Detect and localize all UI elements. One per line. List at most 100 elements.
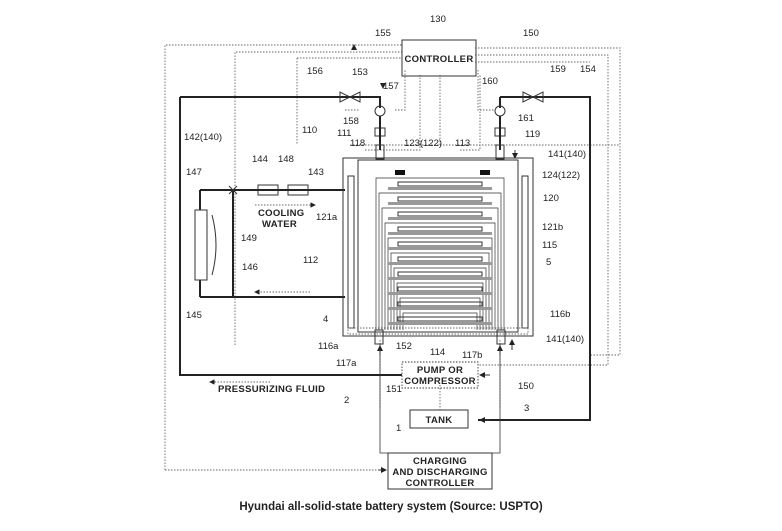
cell-tab <box>397 316 483 322</box>
label-161: 161 <box>518 113 534 124</box>
label-3: 3 <box>524 403 529 414</box>
charging-label-1: CHARGING <box>413 456 467 467</box>
fan-146 <box>211 214 217 276</box>
label-155: 155 <box>375 28 391 39</box>
cell-frame <box>384 222 496 330</box>
label-117a: 117a <box>336 358 357 369</box>
cell-tab <box>397 256 483 262</box>
label-118: 118 <box>350 138 365 149</box>
cell-frame <box>390 252 490 330</box>
component-144 <box>257 184 279 196</box>
label-115: 115 <box>542 240 557 251</box>
valve-149 <box>228 185 238 195</box>
cell-plate <box>388 187 492 190</box>
charging-controller-box: CHARGING AND DISCHARGING CONTROLLER <box>387 452 493 490</box>
label-151: 151 <box>386 384 402 395</box>
label-112: 112 <box>303 255 318 266</box>
cell-plate <box>388 292 492 295</box>
label-156: 156 <box>307 66 323 77</box>
label-4: 4 <box>323 314 328 325</box>
cell-tab <box>397 241 483 247</box>
cell-plate <box>388 322 492 325</box>
label-110: 110 <box>302 125 317 136</box>
label-153: 153 <box>352 67 368 78</box>
pump-label-2: COMPRESSOR <box>404 376 476 387</box>
cell-plate <box>388 262 492 265</box>
battery-cell-stack <box>375 177 505 330</box>
label-149: 149 <box>241 233 257 244</box>
label-158: 158 <box>343 116 359 127</box>
cell-tab <box>397 301 483 307</box>
controller-box: CONTROLLER <box>401 39 477 77</box>
component-148 <box>287 184 309 196</box>
cell-frame <box>393 267 487 330</box>
label-119: 119 <box>525 129 540 140</box>
label-120: 120 <box>543 193 559 204</box>
label-113: 113 <box>455 138 470 149</box>
cell-frame <box>378 192 502 330</box>
label-5: 5 <box>546 257 551 268</box>
radiator-145 <box>194 209 208 281</box>
valve-159 <box>522 91 544 103</box>
battery-housing <box>342 144 534 345</box>
figure-caption: Hyundai all-solid-state battery system (… <box>239 501 543 513</box>
label-141-top: 141(140) <box>548 149 586 160</box>
label-157: 157 <box>383 81 399 92</box>
charging-label-3: CONTROLLER <box>406 478 475 489</box>
label-116a: 116a <box>318 341 339 352</box>
label-114: 114 <box>430 347 445 358</box>
charging-label-2: AND DISCHARGING <box>392 467 487 478</box>
tank-box: TANK <box>409 409 469 429</box>
label-111: 111 <box>337 128 351 139</box>
label-150-bottom: 150 <box>518 381 534 392</box>
label-146: 146 <box>242 262 258 273</box>
cooling-water-label-2: WATER <box>262 219 297 230</box>
cell-plate <box>388 307 492 310</box>
label-147: 147 <box>186 167 202 178</box>
label-160: 160 <box>482 76 498 87</box>
cell-plate <box>388 247 492 250</box>
cell-tab <box>397 211 483 217</box>
label-121a: 121a <box>316 212 338 223</box>
cell-frame <box>396 282 484 330</box>
label-1: 1 <box>396 423 401 434</box>
tank-label: TANK <box>426 415 453 426</box>
label-2: 2 <box>344 395 349 406</box>
reference-labels: 130 155 150 156 153 157 160 159 154 158 … <box>184 14 596 434</box>
controller-label: CONTROLLER <box>405 54 474 65</box>
label-145: 145 <box>186 310 202 321</box>
label-152: 152 <box>396 341 412 352</box>
cell-frame <box>381 207 499 330</box>
cell-frame <box>375 177 505 330</box>
label-154: 154 <box>580 64 596 75</box>
pump-box: PUMP OR COMPRESSOR <box>401 361 479 389</box>
cell-tab <box>397 196 483 202</box>
cell-frame <box>399 297 481 330</box>
pipe-lines <box>179 96 591 421</box>
cell-plate <box>388 232 492 235</box>
label-121b: 121b <box>542 222 563 233</box>
pump-label-1: PUMP OR <box>417 365 463 376</box>
label-144: 144 <box>252 154 268 165</box>
label-142: 142(140) <box>184 132 222 143</box>
cell-tab <box>397 226 483 232</box>
cell-tab <box>397 286 483 292</box>
label-123: 123(122) <box>404 138 442 149</box>
label-116b: 116b <box>550 309 570 320</box>
cell-frame <box>387 237 493 330</box>
cell-plate <box>388 217 492 220</box>
cell-tab <box>397 271 483 277</box>
label-130: 130 <box>430 14 446 25</box>
cell-plate <box>388 277 492 280</box>
cell-plate <box>388 202 492 205</box>
cell-tab <box>397 181 483 187</box>
label-159: 159 <box>550 64 566 75</box>
cooling-water-label-1: COOLING <box>258 208 304 219</box>
label-143: 143 <box>308 167 324 178</box>
label-150-top: 150 <box>523 28 539 39</box>
label-117b: 117b <box>462 350 482 361</box>
pressurizing-fluid-label: PRESSURIZING FLUID <box>218 384 325 395</box>
label-148: 148 <box>278 154 294 165</box>
label-141-bottom: 141(140) <box>546 334 584 345</box>
